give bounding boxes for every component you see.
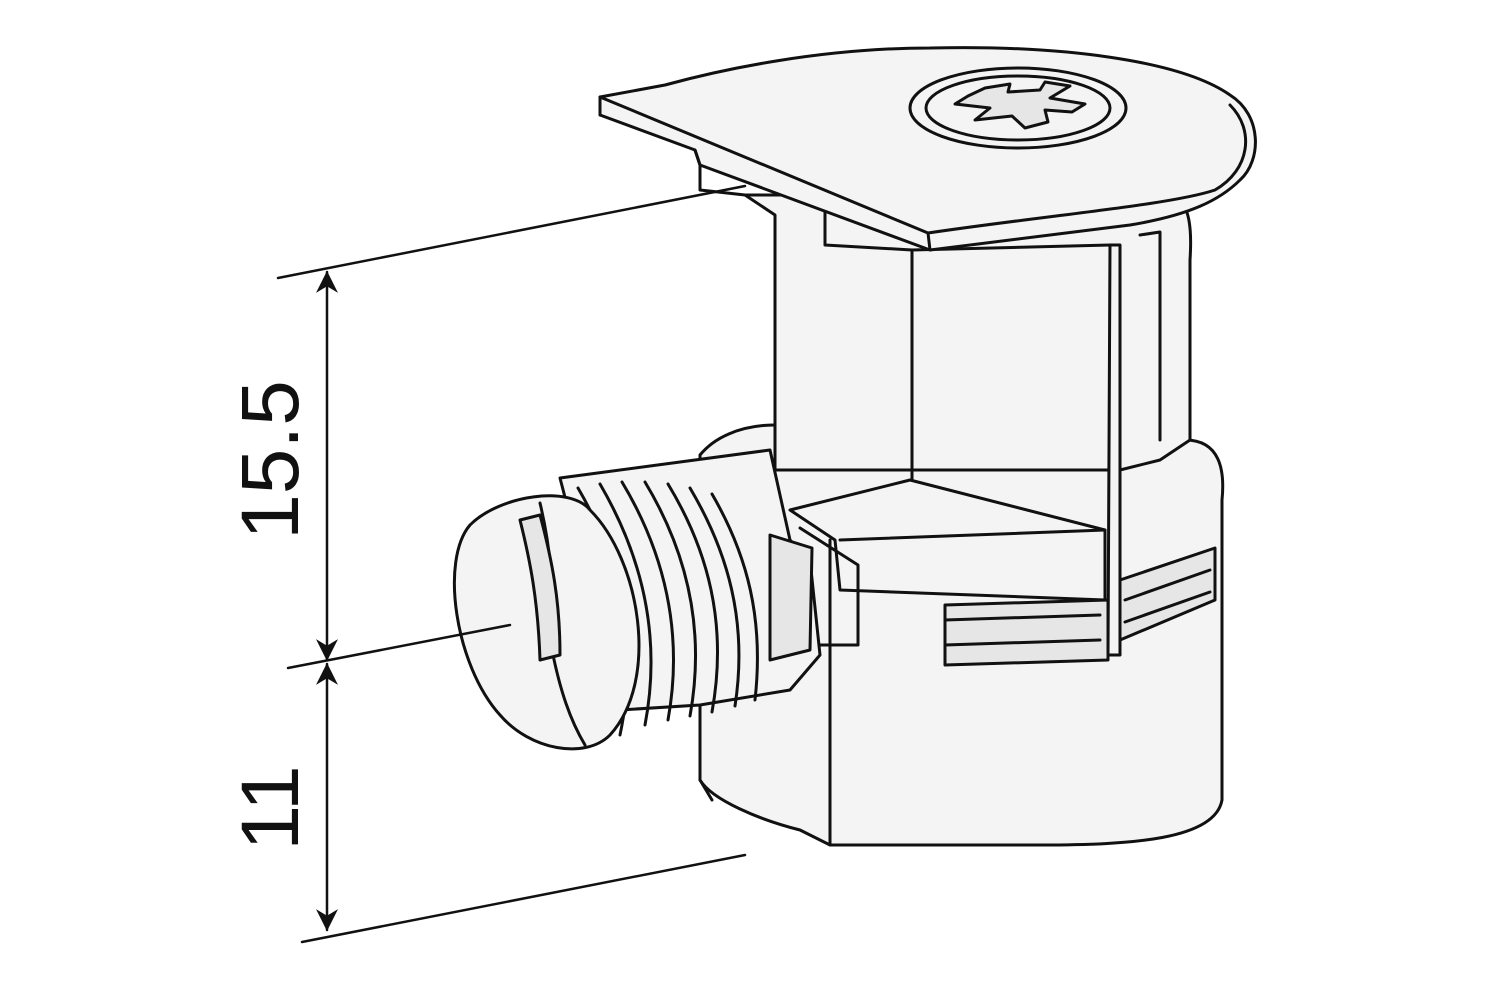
cam-head-flange [598,46,1257,252]
side-groove [943,546,1217,667]
dimension-label-lower: 11 [225,765,316,850]
extension-line-top [276,184,747,280]
dimension-label-upper: 15.5 [225,380,316,540]
extension-line-bottom [300,853,747,944]
cam-body-upper [743,193,1193,657]
bolt-head [452,494,641,751]
cross-recess-icon [908,66,1128,150]
cam-housing-front [788,478,1107,647]
